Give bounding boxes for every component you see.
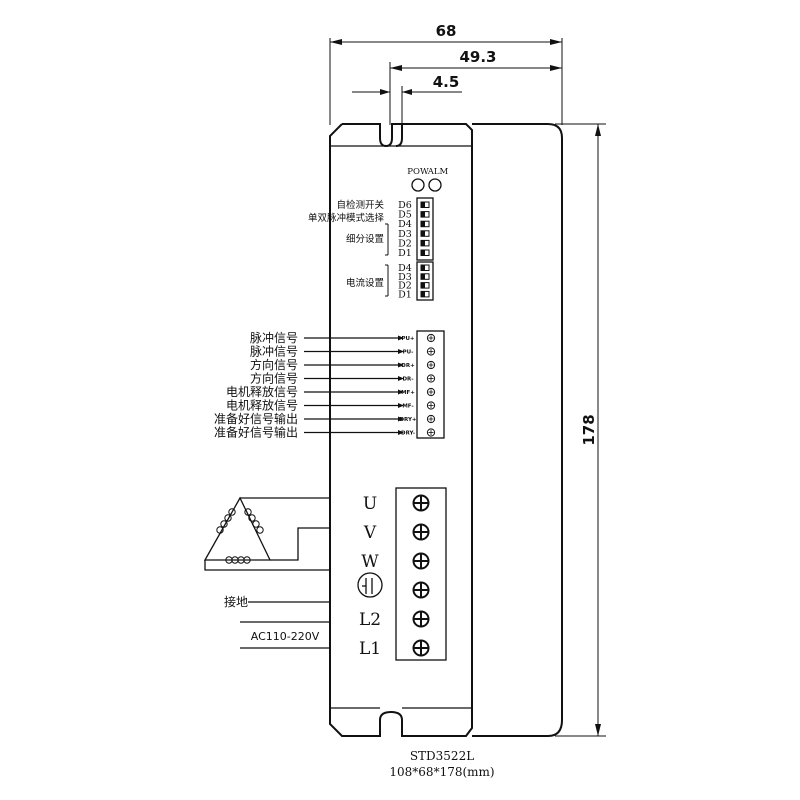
led-label-alm: ALM bbox=[427, 167, 449, 177]
subdivision-label: 细分设置 bbox=[346, 233, 384, 245]
ac-voltage-label: AC110-220V bbox=[251, 630, 320, 643]
signal-pin: PU+ bbox=[401, 336, 414, 342]
ground-and-ac: 接地 AC110-220V bbox=[224, 572, 383, 649]
dip-label: D1 bbox=[398, 248, 412, 259]
signal-screw bbox=[426, 333, 436, 343]
height-dimension-group: 178 bbox=[555, 123, 606, 737]
signal-screw bbox=[426, 374, 436, 383]
signal-screw bbox=[426, 401, 436, 410]
led-group: POW ALM bbox=[407, 167, 449, 192]
signal-arrow bbox=[398, 403, 404, 408]
driver-housing bbox=[329, 123, 563, 737]
signal-arrow bbox=[398, 376, 404, 381]
power-terminal-label: U bbox=[363, 494, 377, 514]
depth-dimension: 49.3 bbox=[459, 48, 496, 66]
power-terminal-label: L2 bbox=[359, 610, 381, 630]
signal-pin: MF- bbox=[402, 404, 413, 410]
signal-name: 方向信号 bbox=[250, 357, 298, 372]
led-label-pow: POW bbox=[407, 167, 429, 177]
power-terminal-label: W bbox=[361, 552, 379, 572]
power-screw bbox=[412, 494, 430, 512]
signal-pin: DRY+ bbox=[399, 417, 416, 423]
dip-label: D2 bbox=[398, 281, 412, 292]
slot-dimension: 4.5 bbox=[433, 73, 460, 91]
dip-toggle bbox=[421, 230, 425, 237]
signal-pin: DR- bbox=[402, 377, 413, 383]
signal-screw bbox=[426, 428, 436, 437]
pow-led-indicator bbox=[411, 178, 425, 192]
size-caption: 108*68*178(mm) bbox=[389, 765, 494, 779]
signal-name: 电机释放信号 bbox=[226, 398, 298, 413]
motor-winding-symbol bbox=[203, 496, 331, 571]
ground-label: 接地 bbox=[224, 594, 248, 609]
signal-screw bbox=[426, 360, 436, 370]
signal-name: 脉冲信号 bbox=[250, 330, 298, 345]
signal-name: 准备好信号输出 bbox=[214, 411, 298, 426]
power-terminal-label: L1 bbox=[359, 639, 381, 659]
signal-pin: DRY- bbox=[401, 431, 415, 437]
signal-pin: MF+ bbox=[401, 390, 415, 396]
model-name: STD3522L bbox=[410, 749, 474, 763]
dip-toggle bbox=[421, 221, 425, 227]
signal-screw bbox=[426, 347, 436, 356]
dip-label: D4 bbox=[398, 219, 412, 230]
signal-arrow bbox=[398, 349, 404, 354]
coil-right bbox=[244, 508, 264, 534]
power-screw bbox=[412, 610, 430, 628]
signal-arrow bbox=[398, 362, 404, 368]
power-screw bbox=[412, 581, 430, 599]
signal-name: 电机释放信号 bbox=[226, 384, 298, 399]
alm-led-indicator bbox=[428, 178, 442, 192]
top-dimensions: 68 49.3 4.5 bbox=[329, 22, 563, 125]
height-dimension: 178 bbox=[580, 414, 598, 445]
dip-label: D2 bbox=[398, 238, 412, 249]
dip-label: D3 bbox=[398, 272, 412, 283]
width-dimension: 68 bbox=[436, 22, 457, 40]
current-label: 电流设置 bbox=[346, 277, 384, 289]
signal-arrow bbox=[398, 430, 404, 435]
dip-toggle bbox=[421, 240, 425, 246]
ground-symbol bbox=[357, 572, 383, 598]
pulse-mode-label: 单双脉冲模式选择 bbox=[308, 212, 385, 224]
coil-left bbox=[216, 508, 236, 534]
signal-name: 方向信号 bbox=[250, 371, 298, 386]
power-screw bbox=[412, 639, 430, 657]
signal-pin: DR+ bbox=[401, 363, 415, 369]
signal-pin: PU- bbox=[403, 350, 414, 356]
dip-label: D3 bbox=[398, 229, 412, 240]
signal-arrow bbox=[398, 416, 404, 422]
dip-label: D1 bbox=[398, 289, 412, 300]
dip-label: D6 bbox=[398, 200, 412, 211]
signal-arrow bbox=[398, 335, 404, 341]
dip-toggle bbox=[421, 211, 425, 218]
dip-toggle bbox=[421, 202, 425, 208]
dip-label: D4 bbox=[398, 263, 412, 274]
signal-screw bbox=[426, 414, 436, 424]
signal-name: 准备好信号输出 bbox=[214, 425, 298, 440]
coil-bottom bbox=[225, 556, 251, 564]
signal-terminal-block: 脉冲信号 PU+ 脉冲信号 PU- 方向信号 DR+ 方向信号 DR- 电机释放信号 MF+ 电机释… bbox=[214, 330, 445, 440]
power-screw bbox=[412, 523, 430, 541]
dip-toggle bbox=[421, 250, 425, 256]
dip-toggle bbox=[421, 265, 425, 271]
power-screw bbox=[412, 552, 430, 570]
dip-toggle bbox=[421, 273, 425, 280]
dip-label: D5 bbox=[398, 210, 412, 221]
dip-toggle bbox=[421, 282, 425, 289]
dip-toggle bbox=[421, 291, 425, 297]
signal-screw bbox=[426, 387, 436, 397]
signal-arrow bbox=[398, 389, 404, 395]
signal-name: 脉冲信号 bbox=[250, 344, 298, 359]
self-test-label: 自检测开关 bbox=[336, 199, 384, 211]
power-terminal-label: V bbox=[363, 523, 377, 543]
